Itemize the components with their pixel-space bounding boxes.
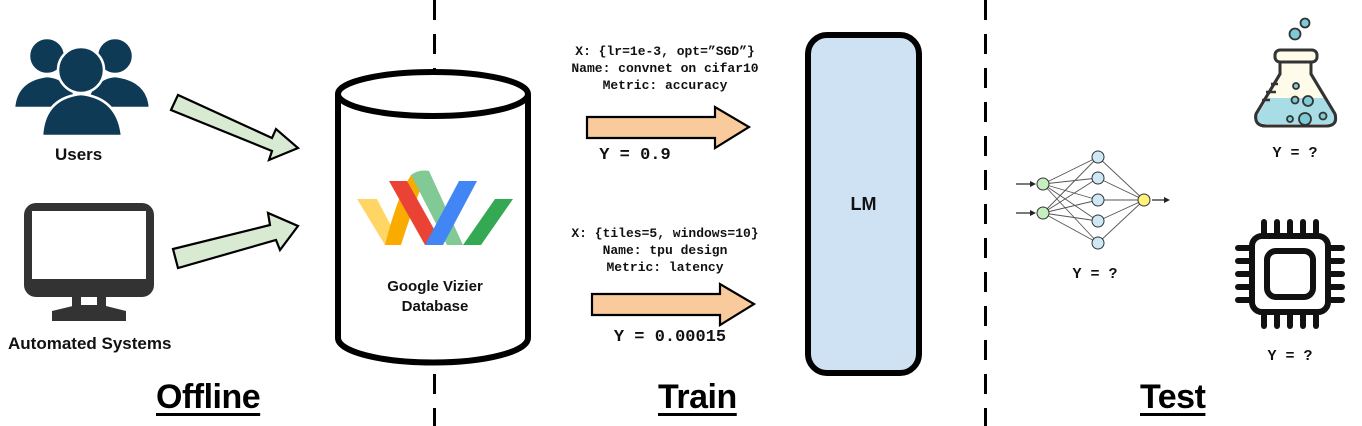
monitor-icon xyxy=(24,203,154,321)
automated-systems-label: Automated Systems xyxy=(8,334,172,353)
train-example-2-metric: Metric: latency xyxy=(606,260,724,275)
train-example-2-y: Y = 0.00015 xyxy=(613,328,727,347)
train-example-1-x: X: {lr=1e-3, opt=”SGD”} xyxy=(575,44,755,59)
train-example-2-name: Name: tpu design xyxy=(602,243,728,258)
section-title-test: Test xyxy=(1140,378,1206,416)
users-label: Users xyxy=(55,145,103,164)
arrow-systems-to-db xyxy=(171,211,300,270)
vizier-logo-icon xyxy=(357,170,513,245)
lm-box: LM xyxy=(805,32,922,376)
arrow-train-example-1 xyxy=(585,105,752,150)
train-example-1-y: Y = 0.9 xyxy=(599,146,671,165)
section-title-train: Train xyxy=(658,378,737,416)
divider-train-test xyxy=(984,0,987,426)
section-title-offline: Offline xyxy=(156,378,261,416)
test-chip-y: Y = ? xyxy=(1267,348,1313,365)
database-label-line1: Google Vizier xyxy=(387,278,483,295)
flask-icon xyxy=(1254,17,1338,128)
database-label-line2: Database xyxy=(401,298,469,315)
test-nn-y: Y = ? xyxy=(1072,266,1118,283)
train-example-1-metric: Metric: accuracy xyxy=(602,78,728,93)
test-flask-y: Y = ? xyxy=(1272,145,1318,162)
lm-label: LM xyxy=(850,193,877,214)
train-example-2-x: X: {tiles=5, windows=10} xyxy=(571,226,759,241)
arrow-users-to-db xyxy=(169,93,301,162)
neural-network-icon xyxy=(1016,150,1170,250)
users-icon xyxy=(12,36,152,138)
arrow-train-example-2 xyxy=(590,282,757,327)
train-example-1-name: Name: convnet on cifar10 xyxy=(571,61,759,76)
chip-icon xyxy=(1235,219,1345,329)
